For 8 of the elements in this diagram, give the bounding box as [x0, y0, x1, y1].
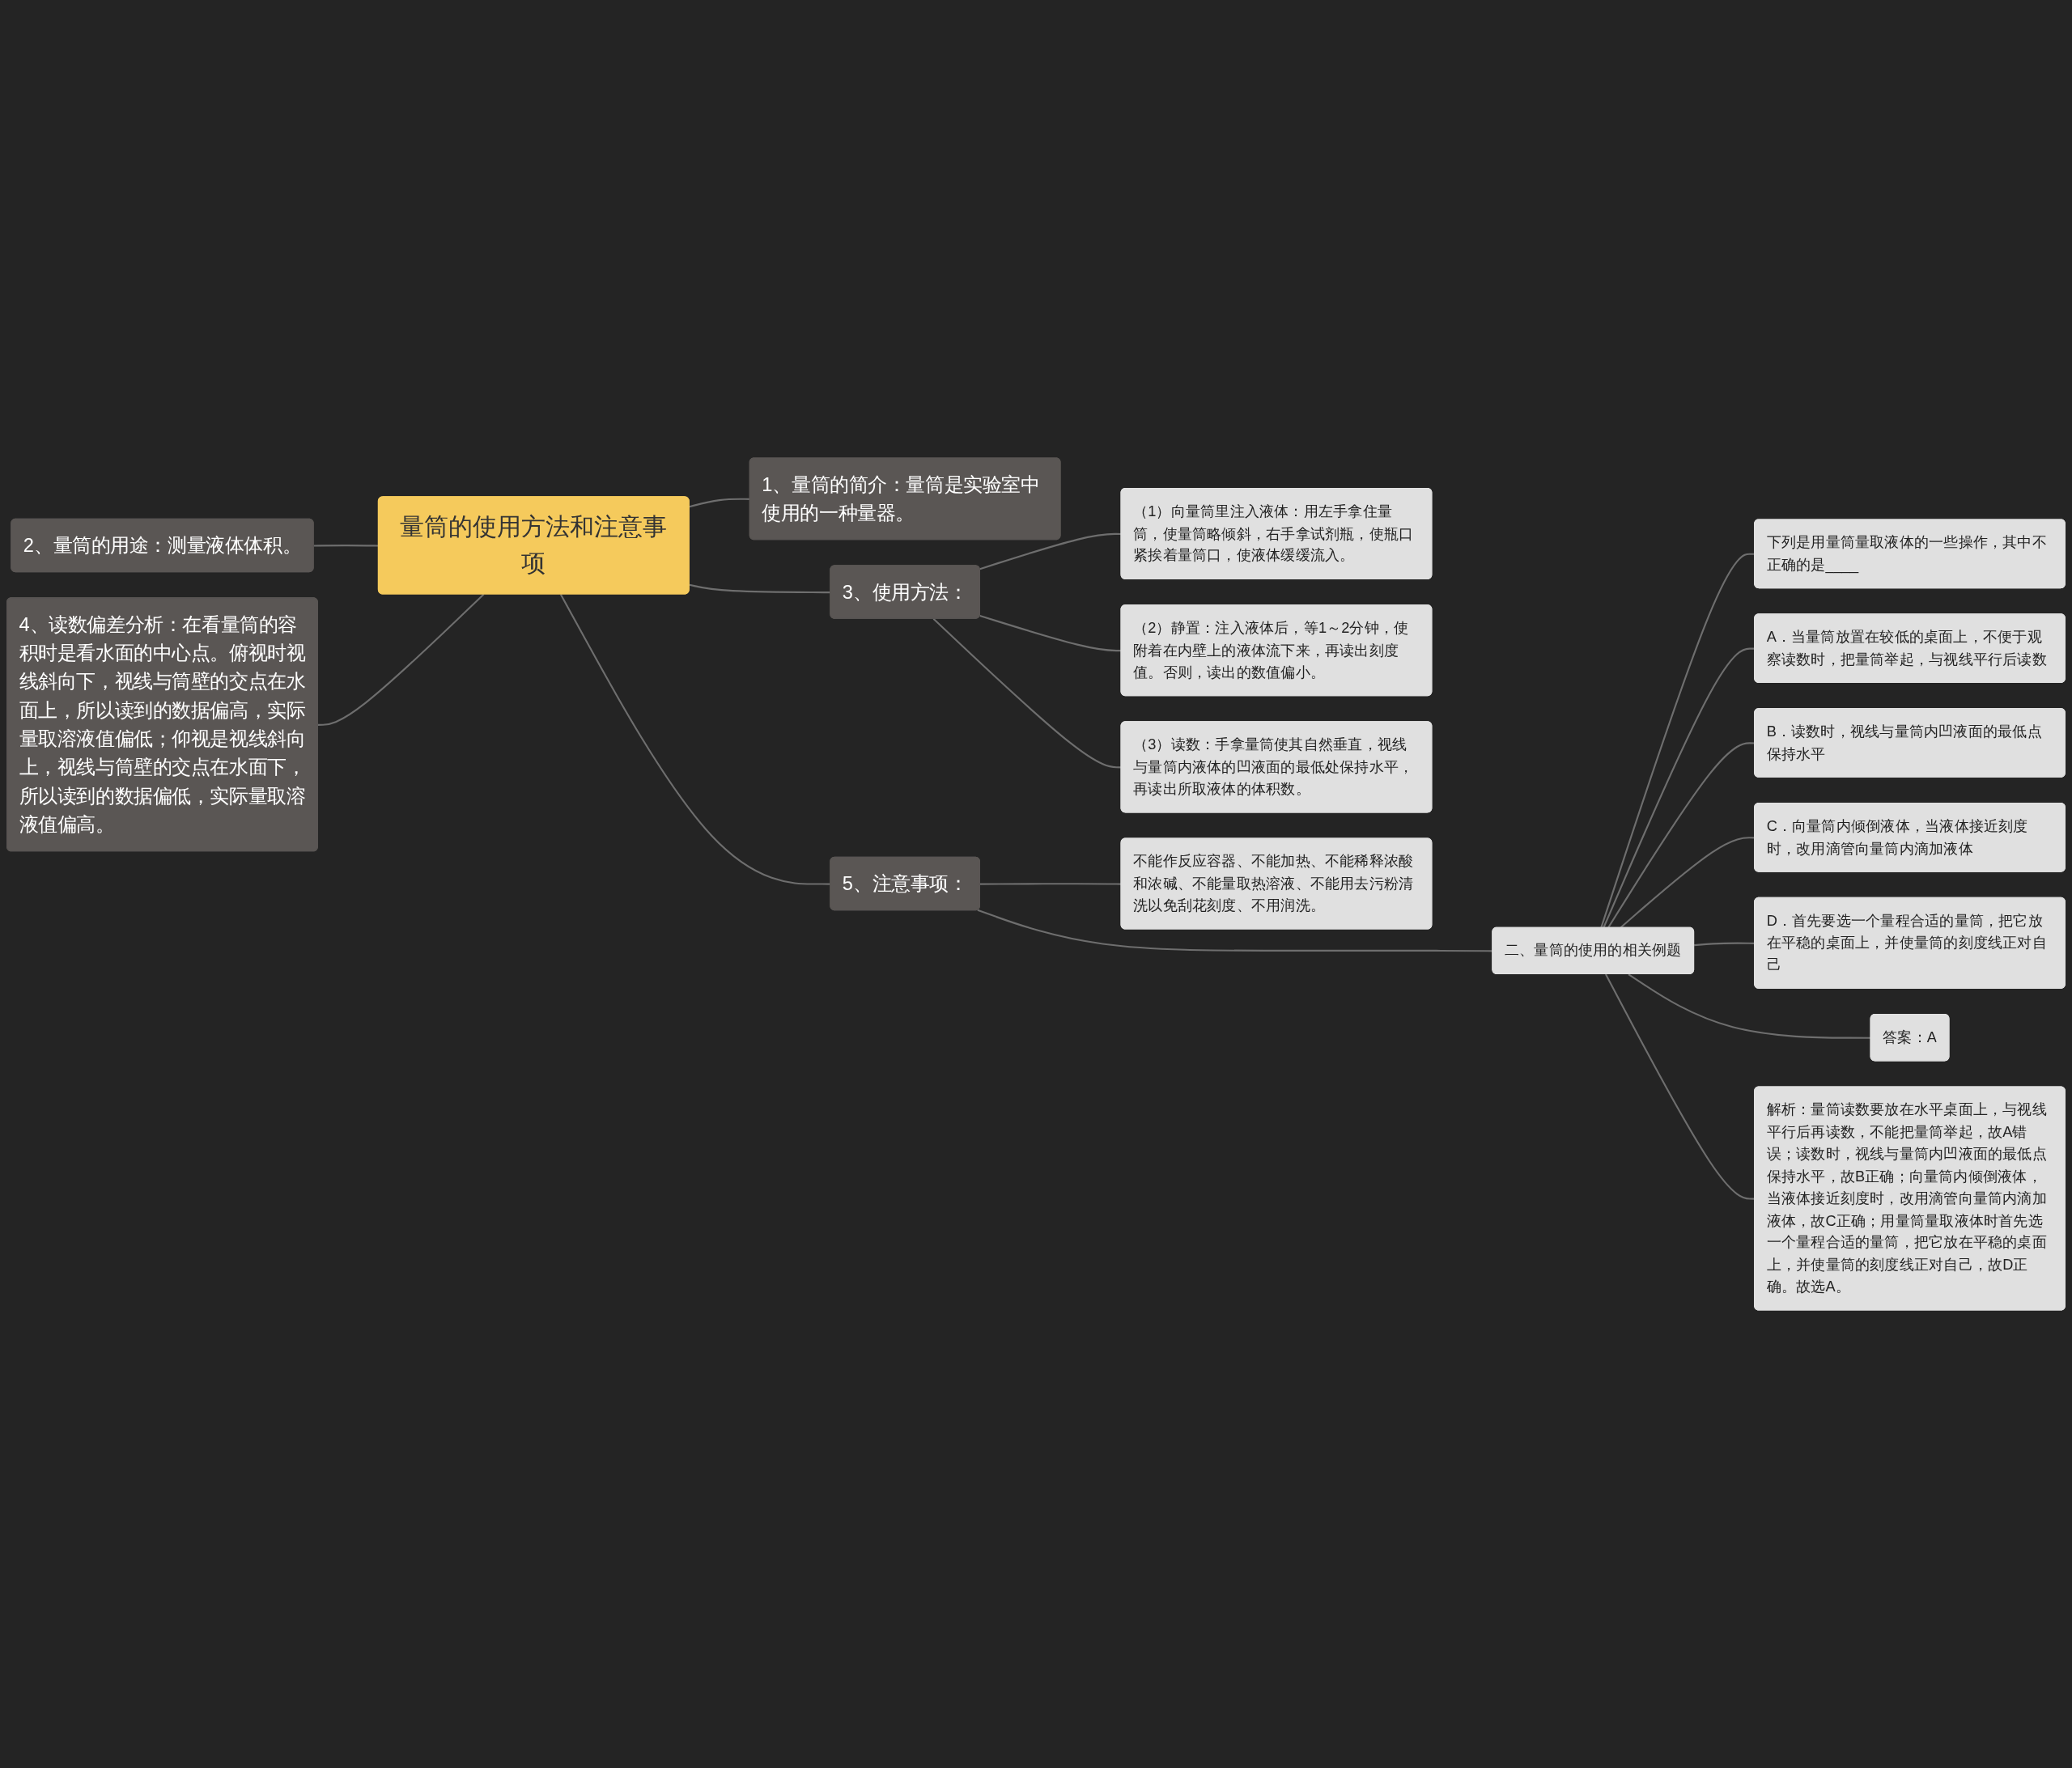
connector [932, 618, 1122, 769]
connector [980, 883, 1122, 885]
connector [1628, 973, 1871, 1039]
connector [689, 498, 750, 508]
connector [313, 545, 379, 547]
connector [317, 593, 485, 726]
connector [979, 532, 1122, 570]
connector [979, 615, 1122, 652]
